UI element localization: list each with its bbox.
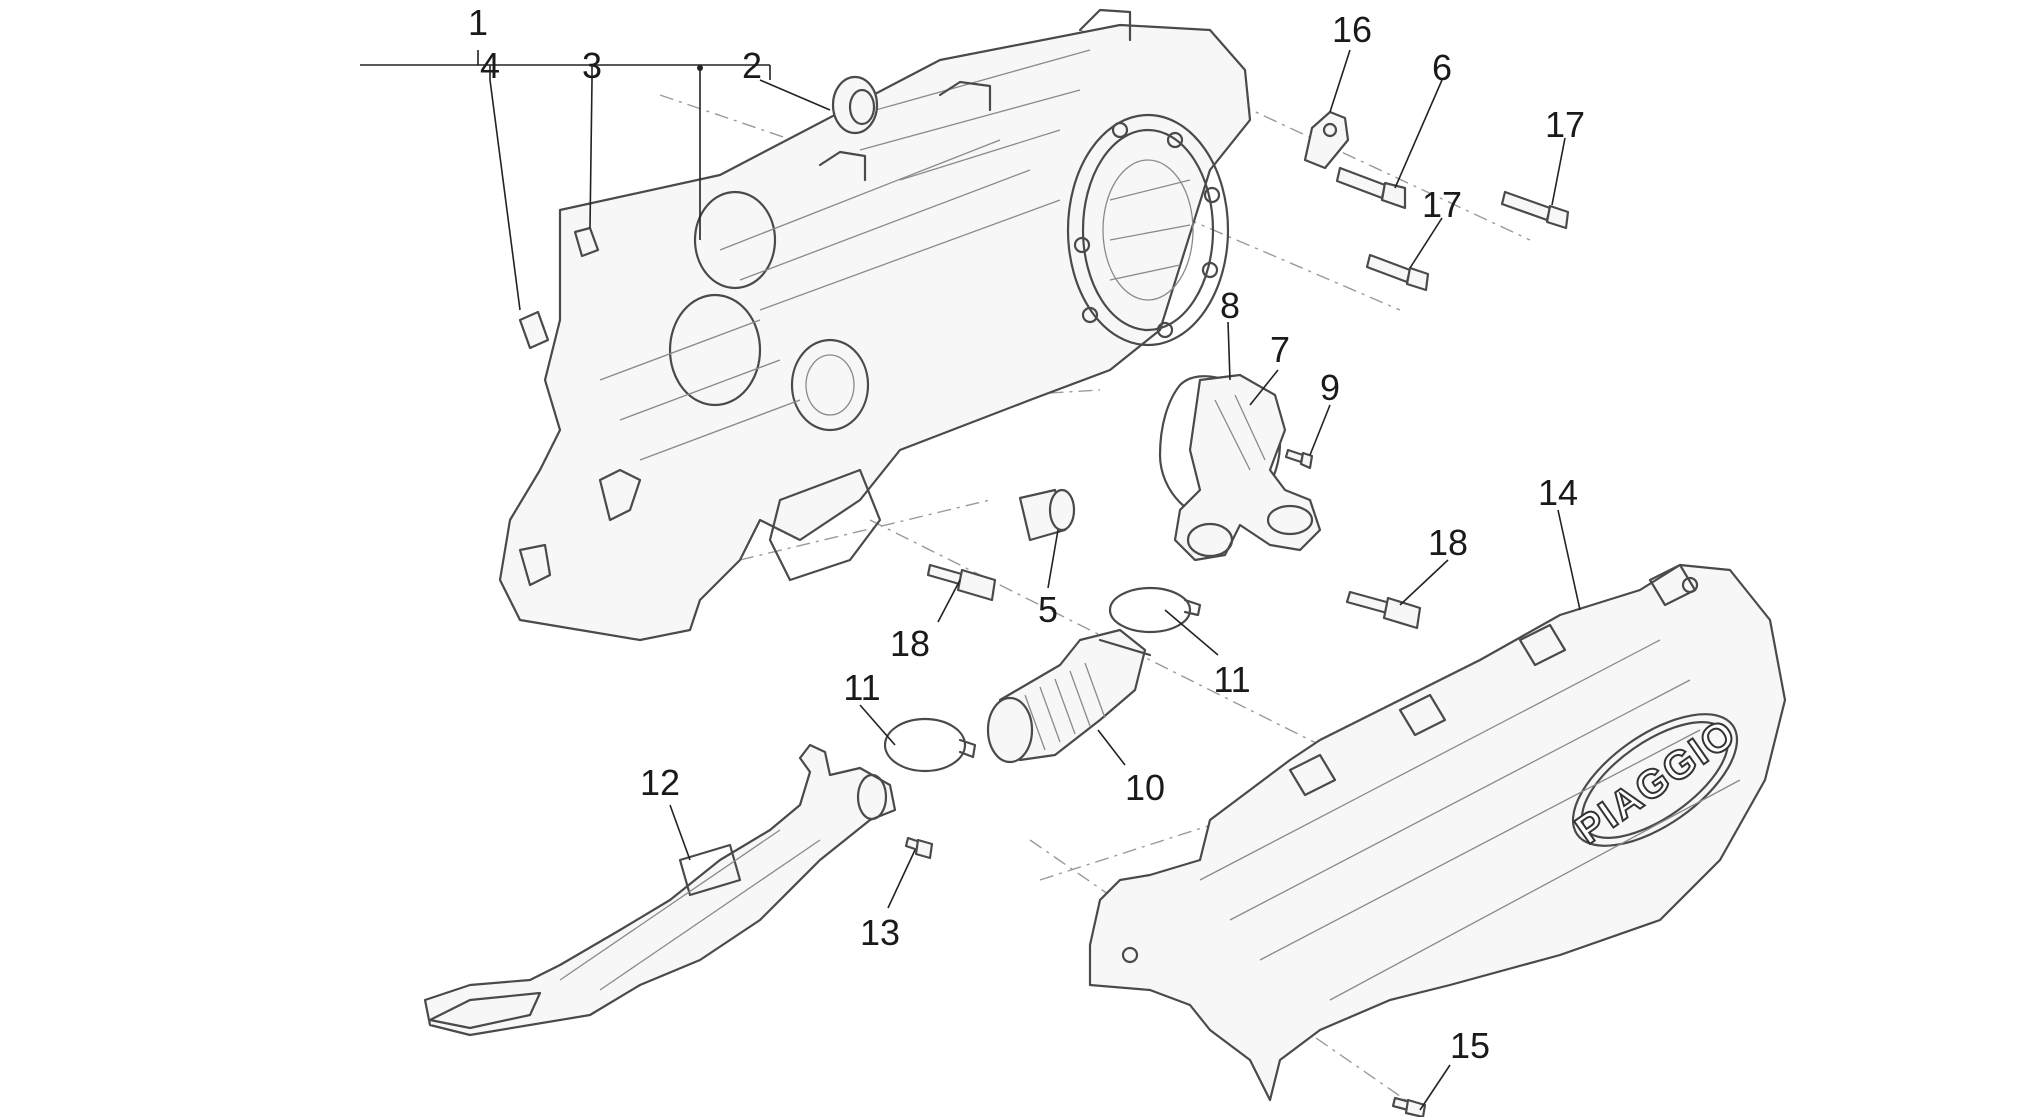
callout-17a: 17 — [1545, 104, 1585, 145]
callout-13: 13 — [860, 912, 900, 953]
callout-5: 5 — [1038, 589, 1058, 630]
callout-labels: 1 4 3 2 16 6 17 17 8 7 9 14 18 5 18 11 1… — [468, 2, 1585, 1066]
callout-6: 6 — [1432, 47, 1452, 88]
dowel-bolt-part-18b — [1345, 590, 1422, 630]
callout-11b: 11 — [843, 667, 880, 708]
intake-manifold-part-7 — [1173, 373, 1322, 562]
screw-part-9 — [1284, 448, 1314, 470]
callout-1: 1 — [468, 2, 488, 43]
bolt-part-17b — [1365, 253, 1430, 292]
dowel-part-4 — [518, 310, 550, 350]
crankcase-cover-part-1 — [498, 8, 1252, 642]
intake-bellows-part-10 — [986, 628, 1152, 764]
transmission-cover-part-14: PIAGGIO — [1088, 563, 1787, 1102]
bolt-part-17a — [1500, 190, 1570, 230]
callout-12: 12 — [640, 762, 680, 803]
hose-clamp-part-11a — [1108, 586, 1202, 634]
callout-18a: 18 — [1428, 522, 1468, 563]
air-duct-part-12 — [423, 743, 897, 1037]
leader-lines — [360, 49, 1581, 1111]
callout-17b: 17 — [1422, 184, 1462, 225]
dowel-part-3 — [573, 226, 600, 258]
callout-18b: 18 — [890, 623, 930, 664]
callout-8: 8 — [1220, 285, 1240, 326]
hose-clamp-part-11b — [883, 717, 977, 773]
callout-7: 7 — [1270, 329, 1290, 370]
callout-3: 3 — [582, 45, 602, 86]
dowel-bolt-part-18a — [926, 563, 997, 602]
callout-16: 16 — [1332, 9, 1372, 50]
callout-15: 15 — [1450, 1025, 1490, 1066]
callout-4: 4 — [480, 45, 500, 86]
bolt-part-6 — [1335, 166, 1407, 210]
screw-part-15 — [1391, 1096, 1427, 1117]
oil-seal-part-2 — [831, 75, 879, 135]
screw-part-13 — [904, 836, 934, 860]
insert-part-5 — [1018, 488, 1076, 542]
callout-11a: 11 — [1213, 659, 1250, 700]
callout-10: 10 — [1125, 767, 1165, 808]
bracket-part-16 — [1303, 110, 1350, 170]
callout-14: 14 — [1538, 472, 1578, 513]
callout-9: 9 — [1320, 367, 1340, 408]
callout-2: 2 — [742, 45, 762, 86]
